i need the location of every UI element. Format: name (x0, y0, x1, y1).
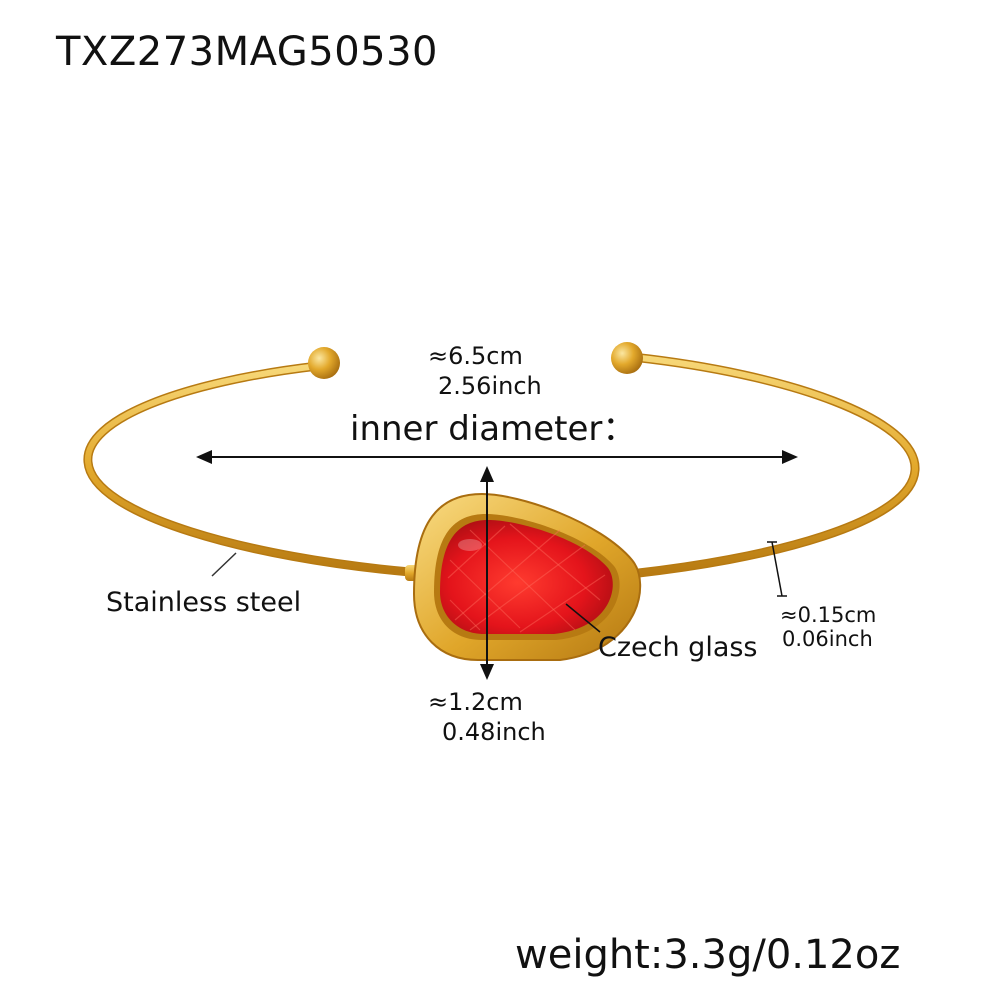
gem-height-arrow (480, 466, 494, 680)
material-band-label: Stainless steel (106, 587, 302, 618)
gem-height-cm: ≈1.2cm (428, 688, 523, 716)
left-end-ball (308, 347, 340, 379)
wire-thickness-inch: 0.06inch (782, 627, 873, 651)
product-weight: weight:3.3g/0.12oz (515, 932, 901, 978)
wire-thickness-marker (767, 541, 787, 597)
material-stone-label: Czech glass (598, 632, 758, 663)
inner-diameter-label: inner diameter： (350, 409, 637, 449)
diameter-arrow (196, 450, 798, 464)
wire-thickness-cm: ≈0.15cm (780, 603, 877, 627)
inner-diameter-cm: ≈6.5cm (428, 342, 523, 370)
glass-leader-line (565, 603, 601, 633)
right-end-ball (611, 342, 643, 374)
steel-leader-line (211, 552, 237, 577)
gem-height-inch: 0.48inch (442, 718, 546, 746)
bangle-band (83, 352, 920, 583)
inner-diameter-inch: 2.56inch (438, 372, 542, 400)
product-sku: TXZ273MAG50530 (56, 29, 438, 75)
czech-glass-stone (440, 520, 613, 634)
